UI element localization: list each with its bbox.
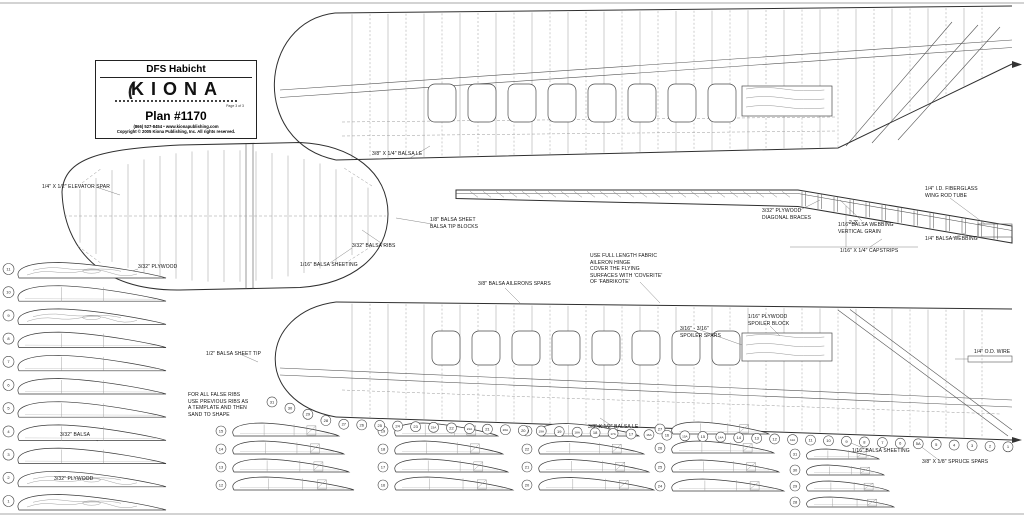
svg-text:27: 27 [658,426,663,431]
svg-text:28: 28 [324,418,329,423]
svg-text:6: 6 [899,441,902,446]
svg-text:20A: 20A [503,428,509,432]
svg-text:25: 25 [658,464,663,469]
svg-text:6: 6 [7,382,10,387]
svg-text:23: 23 [413,424,418,429]
svg-text:19: 19 [557,429,562,434]
svg-text:18: 18 [381,446,386,451]
svg-text:26: 26 [658,445,663,450]
svg-text:22: 22 [525,446,530,451]
svg-text:21A: 21A [467,427,473,431]
right-arrow-top [1012,61,1022,68]
svg-text:2: 2 [7,475,10,480]
svg-text:1: 1 [7,498,10,503]
svg-text:5A: 5A [916,441,921,446]
svg-text:20: 20 [521,428,526,433]
wing-rod-tube [977,223,1013,238]
title-block: DFS Habicht (KIONA Page 3 of 3 Plan #117… [95,60,257,139]
svg-text:9: 9 [7,313,10,318]
svg-text:21: 21 [525,464,530,469]
svg-text:12: 12 [772,436,777,441]
stabilizer-plan [61,141,389,291]
svg-text:3: 3 [971,443,974,448]
svg-text:18: 18 [593,430,598,435]
svg-text:31: 31 [270,399,275,404]
svg-text:17: 17 [629,431,634,436]
svg-text:23A: 23A [431,426,437,430]
svg-text:16: 16 [665,433,670,438]
svg-text:4: 4 [953,442,956,447]
svg-text:15A: 15A [682,434,688,438]
svg-text:7: 7 [881,440,884,445]
svg-text:9: 9 [845,439,848,444]
svg-text:21: 21 [485,427,490,432]
svg-text:15: 15 [701,434,706,439]
svg-text:2: 2 [989,444,992,449]
svg-text:20: 20 [525,482,530,487]
svg-text:16: 16 [381,482,386,487]
brand-name: KIONA [131,79,224,99]
copyright-line: Copyright © 2005 Kiona Publishing, Inc. … [116,129,236,134]
svg-text:10: 10 [6,290,11,295]
svg-text:25: 25 [377,423,382,428]
svg-text:5: 5 [935,442,938,447]
svg-text:26: 26 [360,422,365,427]
plan-number: Plan #1170 [145,109,207,123]
svg-text:24: 24 [658,483,663,488]
svg-text:11: 11 [6,266,11,271]
kiona-logo: (KIONA [100,80,252,99]
svg-text:4: 4 [7,429,10,434]
svg-text:7: 7 [7,359,10,364]
plan-model-name: DFS Habicht [100,64,252,78]
svg-text:17: 17 [381,464,386,469]
contact-line: (866) 527-8454 • www.kionapublishing.com [133,124,219,129]
svg-text:30: 30 [793,467,798,472]
svg-text:14: 14 [737,435,742,440]
svg-text:10: 10 [826,438,831,443]
svg-text:5: 5 [7,406,10,411]
page-note: Page 3 of 3 [226,104,244,108]
svg-text:3: 3 [7,452,10,457]
top-wing-plan [273,5,1022,161]
svg-text:17A: 17A [610,432,616,436]
svg-text:24: 24 [395,423,400,428]
svg-text:19A: 19A [539,429,545,433]
logo-swoosh-icon: ( [128,79,134,99]
svg-text:29: 29 [306,412,311,417]
svg-text:11: 11 [808,438,813,443]
svg-text:27: 27 [342,422,347,427]
svg-text:28: 28 [793,499,798,504]
bottom-wing-plan [274,301,1022,443]
svg-text:30: 30 [288,406,293,411]
logo-tagline-rule [115,100,237,102]
svg-text:14A: 14A [718,435,724,439]
svg-text:12: 12 [219,482,224,487]
svg-text:16A: 16A [646,433,652,437]
svg-text:8: 8 [863,439,866,444]
wire-detail [955,355,1013,363]
svg-text:13: 13 [754,436,759,441]
svg-text:22: 22 [449,425,454,430]
svg-text:31: 31 [793,451,798,456]
svg-text:13: 13 [219,464,224,469]
svg-text:29: 29 [793,483,798,488]
leader-lines [79,145,986,487]
svg-text:14: 14 [219,446,224,451]
svg-text:8: 8 [7,336,10,341]
bottom-rib-grid: 15 14 13 12 19 18 17 16 23 22 21 20 27 26 25 24 31 30 29 28 [215,421,896,508]
svg-text:19: 19 [381,428,386,433]
svg-text:15: 15 [219,428,224,433]
left-rib-stack: 11 10 9 8 7 6 5 4 3 2 1 [2,262,167,511]
wing-joiner-detail [455,189,1013,248]
svg-text:18A: 18A [574,431,580,435]
svg-text:1: 1 [1007,444,1010,449]
svg-text:11A: 11A [790,438,796,442]
right-arrow-bottom [1012,437,1022,443]
